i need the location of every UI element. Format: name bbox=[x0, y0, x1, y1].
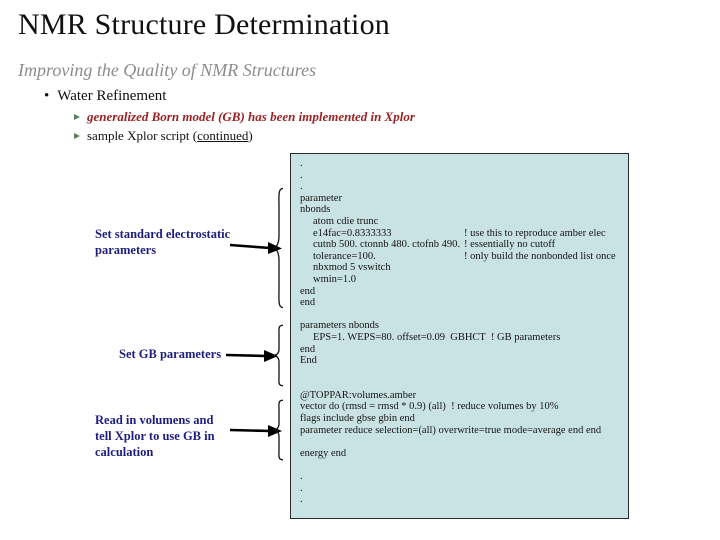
code-line: cutnb 500. ctonnb 480. ctofnb 490. ! esse… bbox=[300, 239, 628, 251]
bullet-dot-icon: • bbox=[44, 88, 50, 104]
sample-script-text-before: sample Xplor script ( bbox=[87, 128, 198, 143]
code-text: parameter reduce selection=(all) overwri… bbox=[300, 424, 602, 436]
code-text: energy end bbox=[300, 447, 347, 459]
slide-subtitle: Improving the Quality of NMR Structures bbox=[18, 60, 317, 80]
code-line: energy end bbox=[300, 448, 628, 460]
code-line: . bbox=[300, 158, 628, 170]
code-line: end bbox=[300, 297, 628, 309]
code-line: parameter bbox=[300, 193, 628, 205]
code-text: . bbox=[300, 169, 303, 181]
bullet-water-refinement: • Water Refinement bbox=[44, 88, 166, 105]
code-text: . bbox=[300, 482, 303, 494]
code-comment: ! essentially no cutoff bbox=[464, 239, 556, 251]
bullet-label: Water Refinement bbox=[57, 88, 167, 104]
code-text: flags include gbse gbin end bbox=[300, 413, 415, 425]
code-line: parameter reduce selection=(all) overwri… bbox=[300, 425, 628, 437]
page-title: NMR Structure Determination bbox=[18, 8, 390, 41]
code-text: . bbox=[300, 158, 303, 169]
code-line: e14fac=0.8333333 ! use this to reproduce … bbox=[300, 228, 628, 240]
code-text: end bbox=[300, 285, 316, 297]
code-line bbox=[300, 378, 628, 390]
code-line: wmin=1.0 bbox=[300, 274, 628, 286]
code-line: vector do (rmsd = rmsd * 0.9) (all) ! re… bbox=[300, 401, 628, 413]
code-line: nbonds bbox=[300, 204, 628, 216]
code-line: . bbox=[300, 471, 628, 483]
curly-brace bbox=[268, 324, 286, 387]
code-text: @TOPPAR:volumes.amber bbox=[300, 389, 417, 401]
code-text: wmin=1.0 bbox=[313, 273, 356, 285]
arrow-bullet-icon bbox=[74, 114, 80, 120]
code-line: . bbox=[300, 494, 628, 506]
label-standard-electrostatic: Set standard electrostatic parameters bbox=[95, 227, 231, 257]
code-text: parameter bbox=[300, 192, 342, 204]
code-line: parameters nbonds bbox=[300, 320, 628, 332]
code-line: . bbox=[300, 181, 628, 193]
code-line: . bbox=[300, 483, 628, 495]
code-comment: ! only build the nonbonded list once bbox=[464, 250, 616, 262]
code-line bbox=[300, 367, 628, 379]
code-line: tolerance=100. ! only build the nonbonded… bbox=[300, 251, 628, 263]
right-arrow bbox=[225, 350, 278, 362]
code-line: End bbox=[300, 355, 628, 367]
code-text: nbxmod 5 vswitch bbox=[313, 262, 391, 274]
code-text: . bbox=[300, 471, 303, 483]
code-line: end bbox=[300, 286, 628, 298]
code-text: . bbox=[300, 181, 303, 193]
sub-bullet-sample-script: sample Xplor script (continued) bbox=[74, 128, 253, 144]
label-gb-parameters: Set GB parameters bbox=[119, 347, 222, 361]
code-line bbox=[300, 436, 628, 448]
code-text: . bbox=[300, 494, 303, 506]
code-line: @TOPPAR:volumes.amber bbox=[300, 390, 628, 402]
code-text: End bbox=[300, 355, 317, 367]
code-text: end bbox=[300, 343, 316, 355]
code-text: EPS=1. WEPS=80. offset=0.09 GBHCT ! GB p… bbox=[313, 331, 561, 343]
code-comment: ! use this to reproduce amber elec bbox=[464, 227, 606, 239]
code-text: parameters nbonds bbox=[300, 320, 380, 332]
code-line: nbxmod 5 vswitch bbox=[300, 262, 628, 274]
right-arrow bbox=[229, 425, 282, 437]
code-line: EPS=1. WEPS=80. offset=0.09 GBHCT ! GB p… bbox=[300, 332, 628, 344]
code-line: atom cdie trunc bbox=[300, 216, 628, 228]
code-text: vector do (rmsd = rmsd * 0.9) (all) ! re… bbox=[300, 401, 559, 413]
code-text: atom cdie trunc bbox=[313, 215, 379, 227]
label-read-volumes: Read in volumens and tell Xplor to use G… bbox=[95, 413, 215, 459]
sub-bullet-gb-text: generalized Born model (GB) has been imp… bbox=[87, 109, 415, 124]
code-text: nbonds bbox=[300, 204, 331, 216]
code-line: end bbox=[300, 344, 628, 356]
code-line bbox=[300, 309, 628, 321]
sample-script-text-after: ) bbox=[248, 128, 253, 143]
code-line: . bbox=[300, 170, 628, 182]
code-text: end bbox=[300, 297, 316, 309]
continued-link[interactable]: continued bbox=[197, 128, 249, 143]
code-line: flags include gbse gbin end bbox=[300, 413, 628, 425]
sub-bullet-gb-model: generalized Born model (GB) has been imp… bbox=[74, 109, 415, 125]
curly-brace bbox=[268, 399, 286, 461]
code-text: e14fac=0.8333333 bbox=[313, 227, 392, 239]
code-text: cutnb 500. ctonnb 480. ctofnb 490. bbox=[313, 239, 460, 251]
curly-brace bbox=[268, 186, 286, 310]
code-line bbox=[300, 459, 628, 471]
arrow-bullet-icon bbox=[74, 133, 80, 139]
code-text: tolerance=100. bbox=[313, 250, 376, 262]
